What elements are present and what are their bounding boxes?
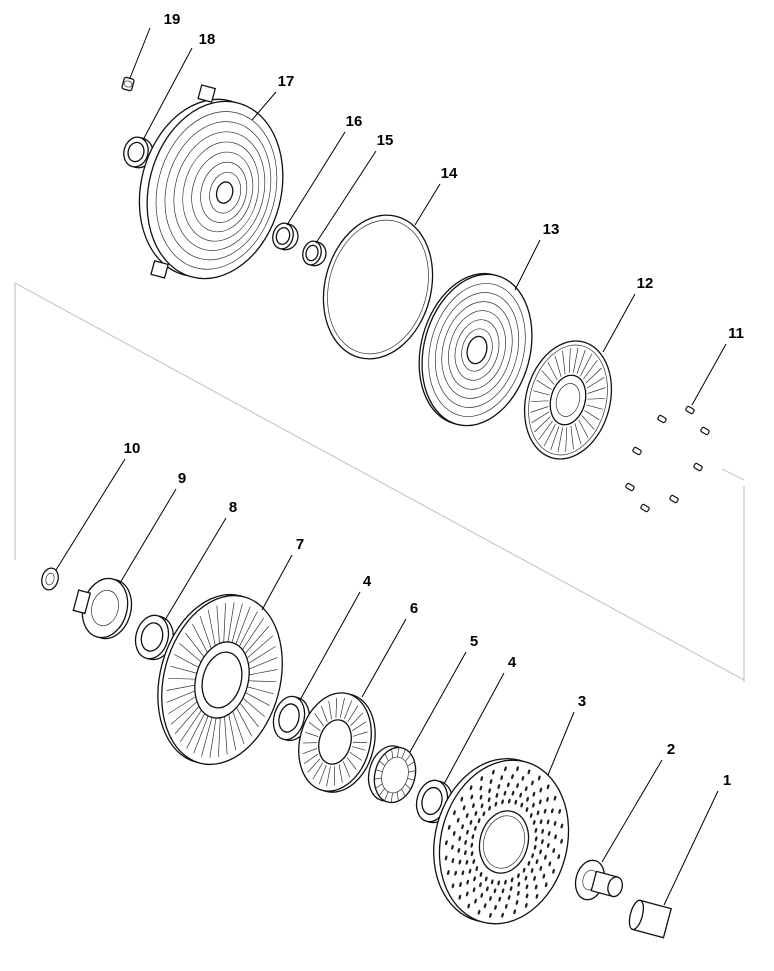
assembly-frame-lines: [14, 282, 745, 682]
callout-label-1: 1: [723, 772, 731, 789]
callout-label-17: 17: [278, 73, 295, 90]
callout-label-4: 4: [508, 654, 517, 671]
leader-line: [129, 27, 151, 79]
o-ring-seal: [322, 214, 434, 360]
bushing: [628, 899, 672, 939]
bearing-ring: [123, 136, 154, 169]
converter-housing: [138, 84, 284, 280]
one-way-clutch: [367, 745, 417, 804]
callout-label-13: 13: [543, 221, 560, 238]
leader-line: [286, 131, 346, 226]
leader-line: [142, 47, 193, 141]
leader-line: [443, 672, 505, 785]
callout-label-15: 15: [377, 132, 394, 149]
mounting-bolt: [640, 503, 650, 513]
turbine-hub: [72, 577, 133, 640]
callout-label-16: 16: [346, 113, 363, 130]
leader-line: [547, 711, 575, 776]
callout-label-9: 9: [178, 470, 186, 487]
washer: [272, 222, 299, 251]
mounting-bolt: [700, 426, 710, 436]
callout-label-2: 2: [667, 741, 675, 758]
turbine: [157, 593, 283, 766]
mounting-bolt: [632, 446, 642, 456]
callout-label-8: 8: [229, 499, 237, 516]
leader-line: [164, 517, 227, 621]
snap-ring: [41, 567, 59, 591]
leader-line: [315, 150, 377, 244]
thrust-washer-8: [134, 614, 174, 661]
callout-label-6: 6: [410, 600, 418, 617]
leader-line: [55, 458, 126, 571]
leader-line: [414, 183, 441, 226]
callout-label-14: 14: [441, 165, 458, 182]
impeller: [433, 757, 570, 925]
callout-label-12: 12: [637, 275, 654, 292]
stator: [298, 692, 376, 793]
callout-label-19: 19: [164, 11, 181, 28]
mounting-bolt: [657, 414, 667, 424]
thrust-washer: [302, 240, 327, 267]
leader-line: [663, 790, 719, 906]
leader-line: [361, 618, 407, 698]
callout-label-18: 18: [199, 31, 216, 48]
mounting-bolt: [669, 494, 679, 504]
mounting-bolt: [625, 482, 635, 492]
leader-line: [691, 343, 727, 406]
leader-line: [251, 91, 277, 121]
leader-line: [409, 651, 467, 753]
leader-line: [514, 239, 541, 291]
callout-label-4: 4: [363, 573, 372, 590]
leader-line: [119, 488, 177, 584]
callout-label-5: 5: [470, 633, 478, 650]
callout-label-10: 10: [124, 440, 141, 457]
damper-plate: [523, 340, 613, 460]
thrust-bearing-4a: [272, 695, 310, 742]
leader-line: [261, 554, 293, 611]
mounting-bolt: [693, 462, 703, 472]
clutch-piston-plate: [418, 272, 533, 427]
impeller-hub: [574, 859, 624, 901]
leader-line: [601, 759, 663, 863]
leader-line: [299, 591, 361, 701]
leader-line: [602, 293, 636, 353]
callout-label-7: 7: [296, 536, 304, 553]
callout-label-11: 11: [728, 325, 744, 342]
bolt: [121, 76, 135, 92]
mounting-bolt: [685, 405, 695, 415]
callout-label-3: 3: [578, 693, 586, 710]
